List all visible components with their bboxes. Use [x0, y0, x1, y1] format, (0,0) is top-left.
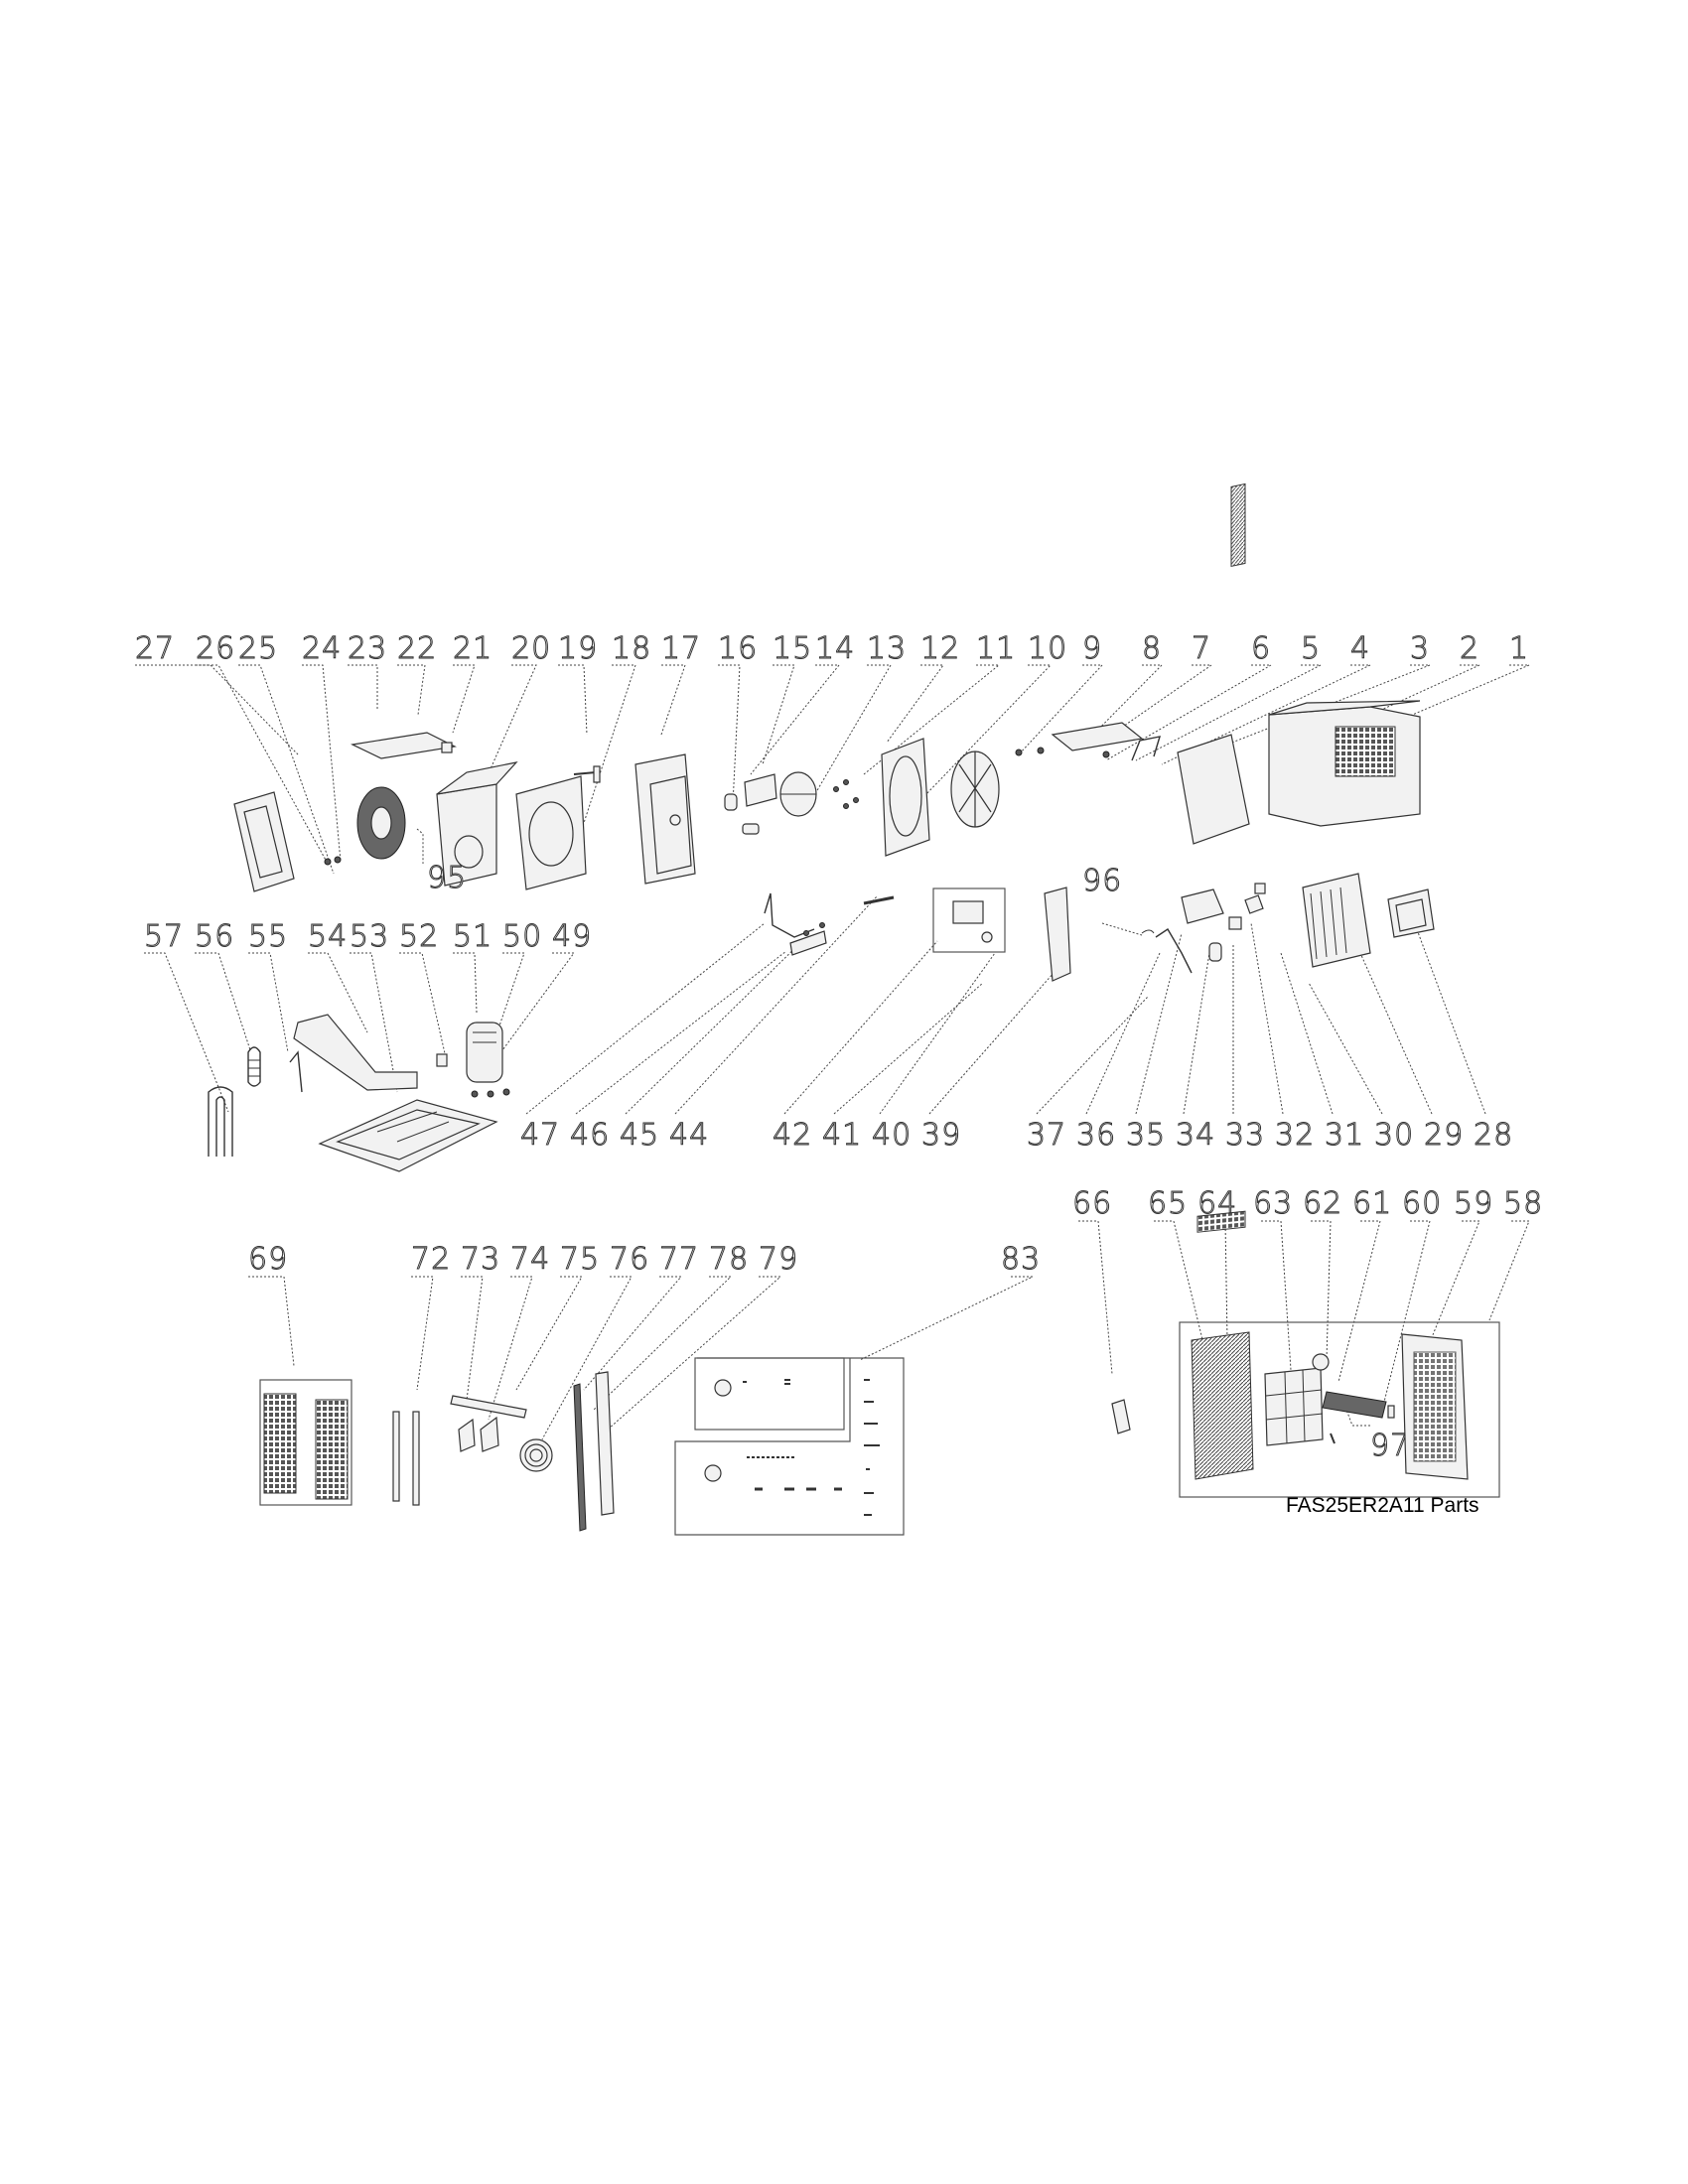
row1-parts [233, 482, 1421, 892]
part-number: 51 [453, 919, 492, 954]
part-number: 63 [1253, 1186, 1293, 1221]
part-number: 60 [1402, 1186, 1442, 1221]
part-number: 35 [1126, 1118, 1166, 1153]
row2-right-leaders [525, 894, 1486, 1115]
row2-left-parts [208, 1014, 510, 1172]
part-number: 31 [1325, 1118, 1364, 1153]
part-number: 57 [144, 919, 184, 954]
part-number: 78 [709, 1242, 749, 1277]
part-number: 95 [427, 861, 467, 895]
part-number: 10 [1028, 631, 1067, 666]
part-number: 14 [815, 631, 855, 666]
part-number: 21 [453, 631, 492, 666]
part-number: 46 [570, 1118, 610, 1153]
part-number: 72 [411, 1242, 451, 1277]
part-number: 9 [1082, 631, 1102, 666]
part-number: 75 [560, 1242, 600, 1277]
hardware-kit-panel [674, 1357, 905, 1536]
row2-left-numbers: 57 56 55 54 53 52 51 50 49 [144, 919, 592, 955]
row2-left-leaders [144, 952, 575, 1113]
part-number: 61 [1352, 1186, 1392, 1221]
part-number: 2 [1460, 631, 1479, 666]
part-number: 53 [350, 919, 389, 954]
part-number: 76 [610, 1242, 649, 1277]
part-number: 55 [248, 919, 288, 954]
part-number: 24 [302, 631, 342, 666]
part-number: 49 [552, 919, 592, 954]
part-number: 41 [822, 1118, 862, 1153]
air-filter [1264, 1367, 1324, 1446]
part-number: 15 [773, 631, 812, 666]
part-number: 7 [1192, 631, 1211, 666]
part-number: 65 [1148, 1186, 1188, 1221]
part-number: 50 [502, 919, 542, 954]
part-number: 28 [1474, 1118, 1513, 1153]
front-panel-group [1179, 1321, 1500, 1498]
remote-control [1111, 1399, 1131, 1434]
part-number: 96 [1082, 864, 1122, 898]
row2-right-parts: 96 95 [427, 861, 1435, 982]
evaporator-coil [1302, 873, 1371, 968]
part-number: 3 [1410, 631, 1430, 666]
part-number: 17 [661, 631, 701, 666]
part-number: 69 [248, 1242, 288, 1277]
part-number: 26 [196, 631, 235, 666]
part-number: 56 [195, 919, 234, 954]
part-number: 32 [1275, 1118, 1315, 1153]
part-number: 66 [1072, 1186, 1112, 1221]
front-grille [1191, 1331, 1254, 1480]
part-number: 25 [238, 631, 278, 666]
part-number: 19 [558, 631, 598, 666]
part-number: 42 [773, 1118, 812, 1153]
row3-numbers: 69 72 73 74 75 76 77 78 79 83 66 65 64 6… [248, 1186, 1543, 1464]
part-number: 1 [1509, 631, 1529, 666]
part-number: 6 [1251, 631, 1271, 666]
part-number: 59 [1454, 1186, 1493, 1221]
row2-right-numbers: 47 46 45 44 42 41 40 39 37 36 35 34 33 3… [520, 1118, 1513, 1154]
part-number: 12 [920, 631, 960, 666]
control-box-group [932, 887, 1006, 953]
part-number: 29 [1424, 1118, 1464, 1153]
part-number: 37 [1027, 1118, 1066, 1153]
part-number: 18 [612, 631, 651, 666]
part-number: 74 [510, 1242, 550, 1277]
part-number: 36 [1076, 1118, 1116, 1153]
part-number: 27 [135, 631, 175, 666]
part-number: 20 [511, 631, 551, 666]
part-number: 44 [669, 1118, 709, 1153]
diagram-caption: FAS25ER2A11 Parts [1286, 1494, 1479, 1517]
part-number: 73 [461, 1242, 500, 1277]
part-number: 62 [1303, 1186, 1342, 1221]
part-number: 39 [921, 1118, 961, 1153]
part-number: 79 [759, 1242, 798, 1277]
part-number: 8 [1142, 631, 1162, 666]
row1-numbers: 27 26 25 24 23 22 21 20 19 18 17 16 15 1… [135, 631, 1529, 667]
part-number: 13 [867, 631, 907, 666]
part-number: 83 [1001, 1242, 1041, 1277]
part-number: 40 [872, 1118, 912, 1153]
part-number: 34 [1176, 1118, 1215, 1153]
compressor [466, 1022, 503, 1083]
part-number: 77 [659, 1242, 699, 1277]
part-number: 22 [397, 631, 437, 666]
part-number: 47 [520, 1118, 560, 1153]
part-number: 11 [976, 631, 1016, 666]
part-number: 16 [718, 631, 758, 666]
side-curtain-group [259, 1379, 352, 1506]
part-number: 97 [1370, 1429, 1410, 1463]
part-number: 52 [399, 919, 439, 954]
part-number: 23 [348, 631, 387, 666]
part-number: 45 [620, 1118, 659, 1153]
part-number: 5 [1301, 631, 1321, 666]
part-number: 54 [308, 919, 348, 954]
part-number: 4 [1350, 631, 1370, 666]
condenser-coil [1177, 734, 1250, 845]
part-number: 58 [1503, 1186, 1543, 1221]
part-number: 30 [1374, 1118, 1414, 1153]
part-number: 33 [1225, 1118, 1265, 1153]
row3-parts [259, 1210, 1500, 1536]
